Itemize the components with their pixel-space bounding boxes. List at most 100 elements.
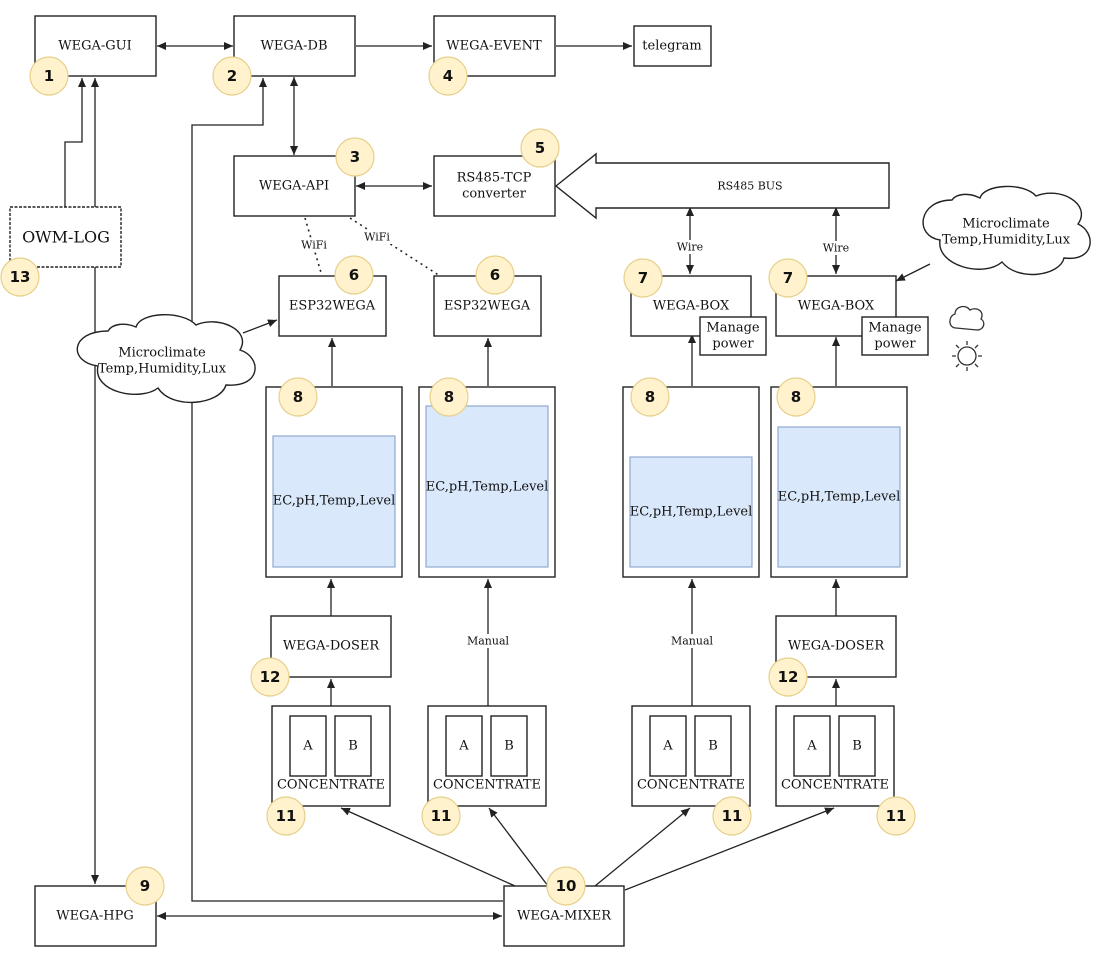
sun-icon (952, 341, 982, 371)
node-label: WEGA-GUI (58, 39, 132, 54)
badge-number: 11 (886, 807, 907, 825)
badge-number: 1 (44, 67, 54, 85)
badge-number: 8 (791, 388, 801, 406)
tank-label: EC,pH,Temp,Level (273, 494, 396, 509)
rs485-bus: RS485 BUS (554, 152, 890, 220)
badge-11a: 11 (266, 796, 306, 836)
badge-number: 12 (260, 668, 281, 686)
manage-power-2: Manage power (861, 316, 929, 356)
tank-1[interactable]: EC,pH,Temp,Level (265, 386, 403, 578)
conc-a: A (662, 739, 673, 754)
tank-3[interactable]: EC,pH,Temp,Level (622, 386, 760, 578)
tank-4[interactable]: EC,pH,Temp,Level (770, 386, 908, 578)
manual-label: Manual (467, 635, 510, 648)
badge-number: 2 (227, 67, 237, 85)
badge-11d: 11 (876, 796, 916, 836)
badge-number: 8 (444, 388, 454, 406)
node-label: WEGA-API (259, 179, 329, 194)
badge-6a: 6 (334, 255, 374, 295)
conc-b: B (504, 739, 514, 754)
manage-line1: Manage (706, 321, 760, 336)
badge-number: 8 (293, 388, 303, 406)
tank-label: EC,pH,Temp,Level (630, 505, 753, 520)
node-owm-log[interactable]: OWM-LOG (9, 206, 122, 268)
node-label: ESP32WEGA (444, 299, 531, 314)
node-label: WEGA-DOSER (283, 639, 380, 654)
cloud-line1: Microclimate (962, 217, 1050, 232)
conc-a: A (302, 739, 313, 754)
node-label: WEGA-EVENT (446, 39, 542, 54)
badge-number: 11 (722, 807, 743, 825)
node-label-line2: converter (462, 187, 527, 202)
badge-4: 4 (428, 56, 468, 96)
badge-5: 5 (520, 128, 560, 168)
tank-2[interactable]: EC,pH,Temp,Level (418, 386, 556, 578)
badge-number: 5 (535, 139, 545, 157)
conc-a: A (458, 739, 469, 754)
cloud-line2: Temp,Humidity,Lux (942, 233, 1071, 248)
tank-label: EC,pH,Temp,Level (426, 480, 549, 495)
edge-label-manual-1: Manual (465, 634, 511, 648)
wire-label: Wire (677, 241, 703, 254)
badge-11c: 11 (712, 796, 752, 836)
badge-number: 6 (349, 266, 359, 284)
badge-8d: 8 (776, 377, 816, 417)
node-wega-hpg[interactable]: WEGA-HPG (34, 885, 157, 947)
concentrate-1[interactable]: A B CONCENTRATE (271, 705, 391, 807)
manage-power-1: Manage power (699, 316, 767, 356)
node-telegram[interactable]: telegram (633, 25, 712, 67)
manage-line2: power (874, 337, 916, 352)
wifi-label: WiFi (301, 239, 327, 252)
manage-line2: power (712, 337, 754, 352)
badge-1: 1 (29, 56, 69, 96)
badge-number: 8 (645, 388, 655, 406)
cloud-line1: Microclimate (118, 346, 206, 361)
manage-line1: Manage (868, 321, 922, 336)
node-label: WEGA-HPG (56, 909, 134, 924)
concentrate-2[interactable]: A B CONCENTRATE (427, 705, 547, 807)
badge-8b: 8 (429, 377, 469, 417)
badge-number: 12 (778, 668, 799, 686)
conc-label: CONCENTRATE (277, 778, 385, 793)
conc-b: B (852, 739, 862, 754)
bus-label: RS485 BUS (717, 180, 782, 193)
node-label: WEGA-BOX (798, 299, 875, 314)
concentrate-3[interactable]: A B CONCENTRATE (631, 705, 751, 807)
node-label: WEGA-DOSER (788, 639, 885, 654)
badge-7a: 7 (623, 258, 663, 298)
node-label: WEGA-MIXER (517, 909, 612, 924)
node-label: WEGA-BOX (653, 299, 730, 314)
badge-9: 9 (125, 866, 165, 906)
badge-number: 11 (431, 807, 452, 825)
badge-8c: 8 (630, 377, 670, 417)
node-label: OWM-LOG (22, 228, 110, 247)
node-label: ESP32WEGA (289, 299, 376, 314)
badge-6b: 6 (475, 255, 515, 295)
cloud-icon (949, 305, 985, 331)
badge-7b: 7 (768, 258, 808, 298)
node-wega-doser-1[interactable]: WEGA-DOSER (270, 615, 392, 678)
node-label: WEGA-DB (261, 39, 328, 54)
conc-label: CONCENTRATE (433, 778, 541, 793)
badge-number: 7 (638, 269, 648, 287)
tank-label: EC,pH,Temp,Level (778, 490, 901, 505)
concentrate-4[interactable]: A B CONCENTRATE (775, 705, 895, 807)
conc-b: B (708, 739, 718, 754)
badge-number: 13 (10, 268, 31, 286)
badge-10: 10 (546, 866, 586, 906)
badge-12b: 12 (768, 657, 808, 697)
node-wega-api[interactable]: WEGA-API (233, 155, 356, 217)
node-wega-db[interactable]: WEGA-DB (233, 15, 356, 77)
conc-label: CONCENTRATE (781, 778, 889, 793)
badge-8a: 8 (278, 377, 318, 417)
badge-number: 4 (443, 67, 453, 85)
node-wega-mixer[interactable]: WEGA-MIXER (503, 885, 625, 947)
badge-number: 7 (783, 269, 793, 287)
manual-label: Manual (671, 635, 714, 648)
badge-number: 11 (276, 807, 297, 825)
microclimate-cloud-left: Microclimate Temp,Humidity,Lux (76, 314, 256, 403)
edge-label-wifi-1: WiFi (299, 238, 329, 252)
badge-2: 2 (212, 56, 252, 96)
cloud-line2: Temp,Humidity,Lux (98, 362, 227, 377)
badge-number: 3 (350, 148, 360, 166)
